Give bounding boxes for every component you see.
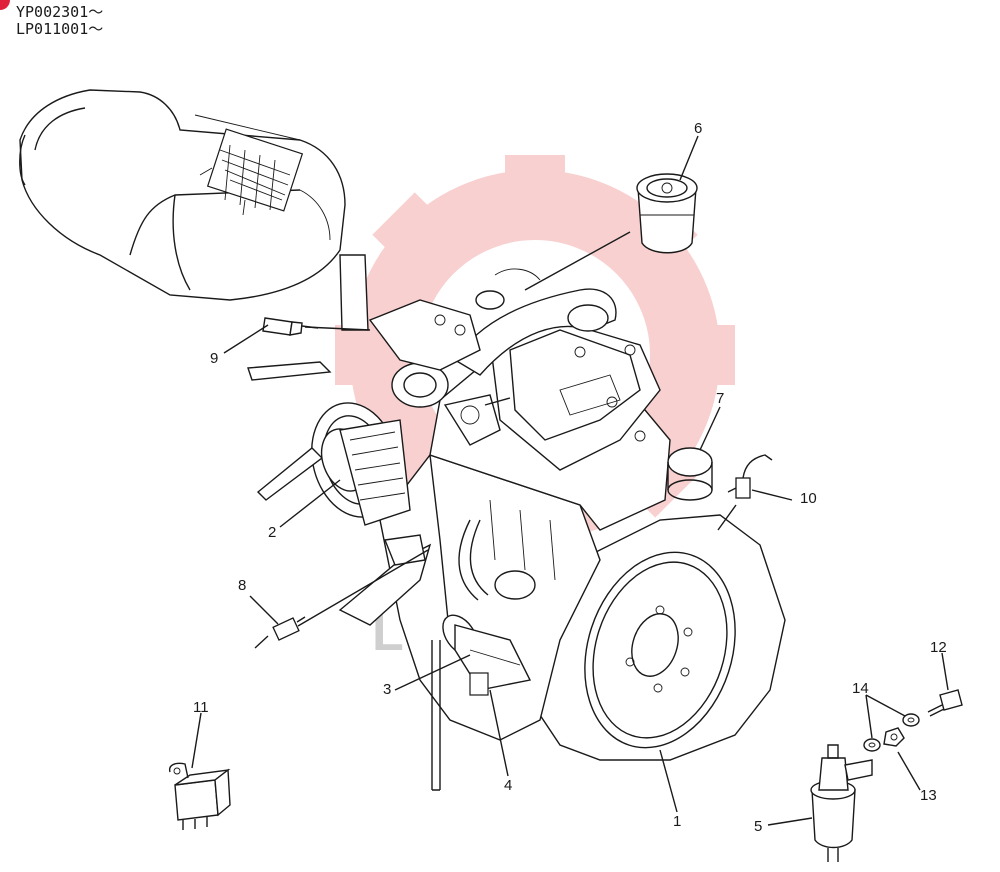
callout-3: 3: [383, 681, 391, 698]
fan-blade-lower: [256, 447, 324, 501]
watermark-gear-tooth: [372, 192, 458, 278]
exhaust-manifold: [368, 299, 481, 371]
engine-assembly: [247, 254, 786, 791]
part-8-switch: [254, 616, 306, 649]
serial-range-1: YP002301～: [16, 3, 104, 21]
coolant-outlet: [494, 570, 536, 600]
callout-labels: 6 9 7 10 2 8 3 4 1 5 11 12 13 14: [193, 120, 947, 835]
callout-10: 10: [800, 490, 817, 507]
fan-blade-upper: [247, 361, 332, 381]
engine-mount: [338, 543, 432, 626]
callout-13: 13: [920, 787, 937, 804]
watermark-gear-tooth: [505, 155, 565, 215]
oil-filler-neck: [667, 447, 713, 477]
part-11-relay: [168, 762, 231, 830]
part-13-nut: [883, 727, 905, 747]
callout-4: 4: [504, 777, 512, 794]
callout-14: 14: [852, 680, 869, 697]
callout-8: 8: [238, 577, 246, 594]
part-10-sender: [727, 454, 773, 499]
leader-lines: [191, 135, 949, 826]
part-6-oil-filter: [636, 173, 698, 254]
callout-5: 5: [754, 818, 762, 835]
callout-11: 11: [193, 699, 209, 716]
watermark-gear-tooth: [675, 325, 735, 385]
part-12-bolt: [927, 689, 963, 717]
watermark-gear-tooth: [335, 325, 395, 385]
fan-blade-top: [339, 254, 369, 331]
part-9-sensor: [262, 317, 319, 336]
callout-1: 1: [673, 813, 681, 830]
part-14-washers: [863, 713, 920, 752]
part-5-fuel-filter: [810, 744, 873, 862]
callout-12: 12: [930, 639, 947, 656]
callout-7: 7: [716, 390, 724, 407]
callout-9: 9: [210, 350, 218, 367]
machine-locator-view: [19, 89, 346, 301]
callout-2: 2: [268, 524, 276, 541]
locator-engine-icon: [199, 128, 304, 216]
corner-marker: [0, 0, 10, 10]
callout-6: 6: [694, 120, 702, 137]
serial-range-2: LP011001～: [16, 20, 104, 38]
intake-elbow: [567, 304, 609, 332]
